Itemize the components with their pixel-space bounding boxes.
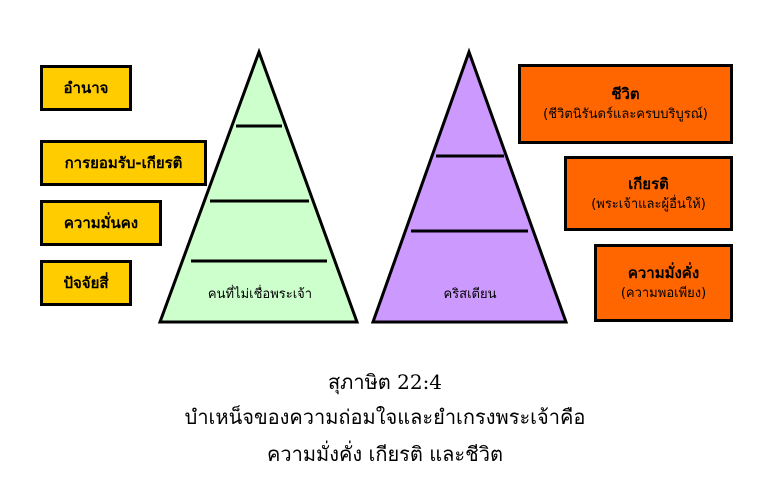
right-box-life-title: ชีวิต — [611, 85, 640, 103]
right-box-life-subtitle: (ชีวิตนิรันดร์และครบบริบูรณ์) — [543, 107, 708, 122]
right-box-honor: เกียรติ (พระเจ้าและผู้อื่นให้) — [564, 156, 733, 231]
left-box-power: อำนาจ — [40, 65, 132, 111]
right-pyramid-label: คริสเตียน — [443, 287, 497, 302]
left-pyramid-label: คนที่ไม่เชื่อพระเจ้า — [207, 287, 313, 302]
left-box-recognition: การยอมรับ-เกียรติ — [40, 140, 207, 186]
left-box-power-label: อำนาจ — [63, 79, 109, 97]
left-box-basic-needs-label: ปัจจัยสี่ — [63, 274, 109, 292]
right-box-wealth-subtitle: (ความพอเพียง) — [620, 286, 707, 301]
right-box-honor-subtitle: (พระเจ้าและผู้อื่นให้) — [591, 196, 706, 212]
left-pyramid — [157, 47, 360, 324]
caption-reference: สุภาษิต 22:4 — [327, 370, 443, 394]
right-box-wealth-title: ความมั่งคั่ง — [627, 264, 700, 282]
right-box-honor-title: เกียรติ — [628, 174, 669, 193]
right-box-wealth: ความมั่งคั่ง (ความพอเพียง) — [594, 244, 733, 322]
left-box-basic-needs: ปัจจัยสี่ — [40, 260, 132, 306]
right-box-life: ชีวิต (ชีวิตนิรันดร์และครบบริบูรณ์) — [518, 64, 733, 144]
left-box-security-label: ความมั่นคง — [63, 214, 139, 232]
right-pyramid — [370, 47, 569, 324]
caption-line-3: ความมั่งคั่ง เกียรติ และชีวิต — [267, 442, 503, 466]
caption-line-2: บำเหน็จของความถ่อมใจและยำเกรงพระเจ้าคือ — [184, 405, 586, 429]
left-box-security: ความมั่นคง — [40, 200, 162, 246]
left-box-recognition-label: การยอมรับ-เกียรติ — [64, 154, 183, 172]
